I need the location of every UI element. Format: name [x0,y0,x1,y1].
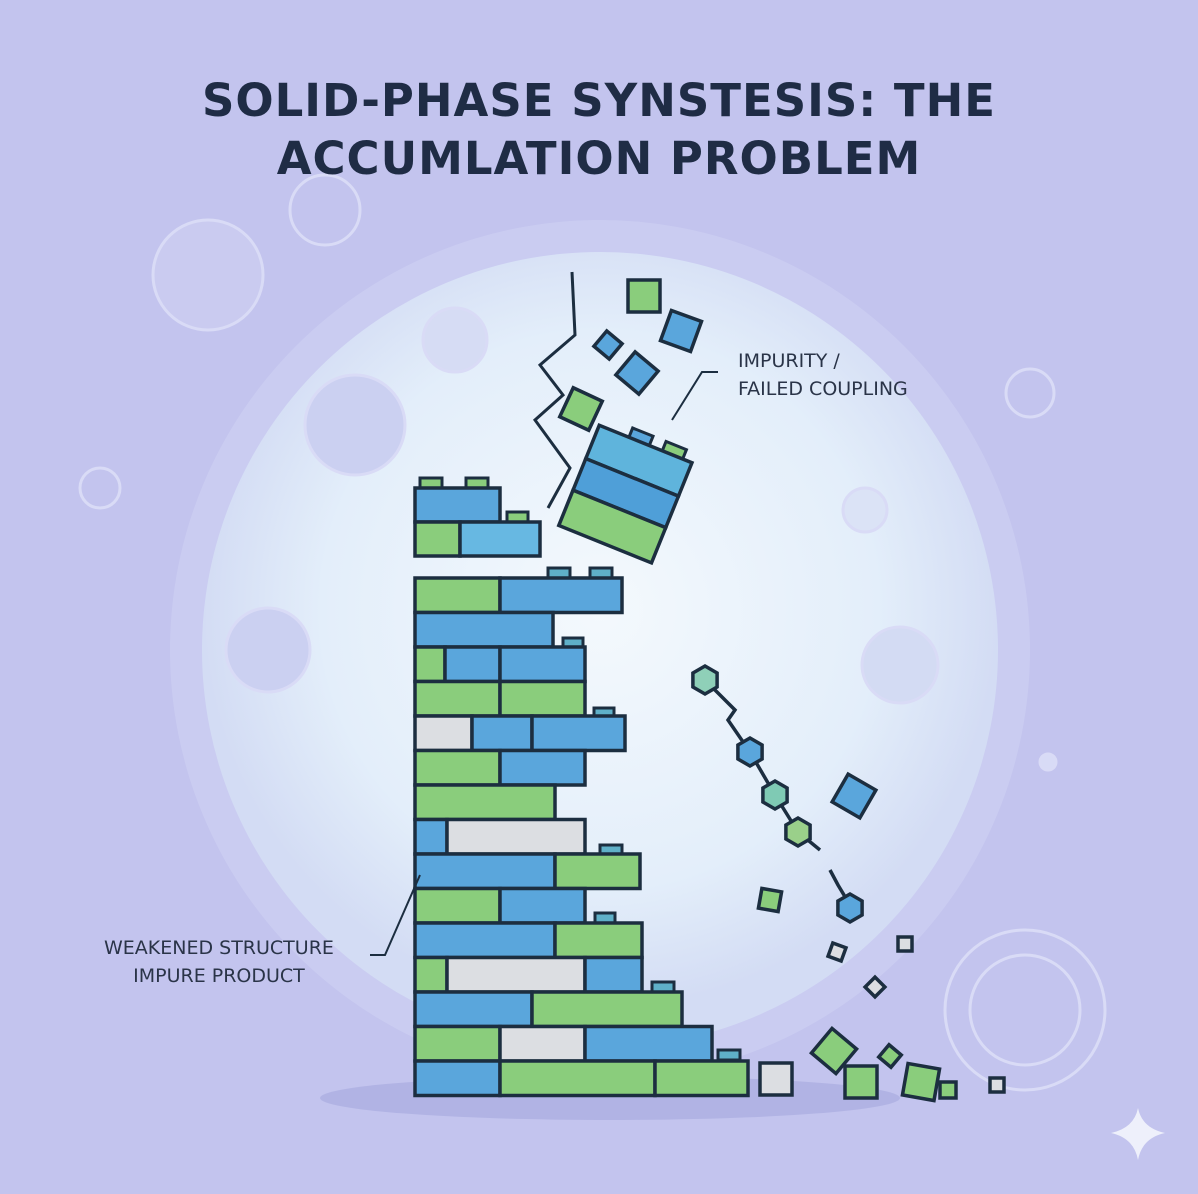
molecule-ring [691,663,719,697]
brick [583,1024,714,1063]
impurity-label-line-1: IMPURITY / [738,350,840,372]
brick [445,817,587,856]
brick [413,714,474,753]
sparkle-icon [1111,1108,1165,1160]
brick [445,955,587,994]
debris-square [658,308,704,354]
debris-square [938,1080,958,1100]
brick [413,486,502,524]
brick [470,714,534,753]
title-line-1: SOLID-PHASE SYNSTESIS: THE [201,74,997,127]
debris-square [591,328,625,362]
brick [413,748,502,787]
debris-square [557,385,605,433]
glow-circle [202,252,998,1048]
brick [413,852,557,891]
brick [413,886,502,925]
brick [583,955,644,994]
debris-square [825,940,849,964]
debris-square [843,1064,879,1100]
crack-line [532,271,577,509]
debris-square [876,1042,904,1070]
brick [413,679,502,718]
debris-square [829,771,879,821]
brick [413,610,555,649]
weakened-label-line-2: IMPURE PRODUCT [133,965,305,987]
page-title: SOLID-PHASE SYNSTESIS: THE ACCUMLATION P… [0,72,1198,188]
debris-square [758,1061,794,1097]
impurity-arrow [671,371,718,421]
debris-square [808,1025,860,1077]
brick [553,921,644,960]
brick [413,990,534,1029]
molecule-ring [784,815,812,849]
molecule-ring [761,778,789,812]
brick [443,645,502,684]
brick [458,520,542,558]
impurity-label-line-2: FAILED COUPLING [738,378,908,400]
debris-square [900,1061,942,1103]
brick [553,852,642,891]
brick [498,576,624,615]
molecule-ring [836,891,864,925]
brick [530,990,684,1029]
weakened-arrow [370,874,421,956]
debris-square [862,974,888,1000]
falling-block [556,422,695,566]
brick-stud [716,1048,742,1062]
brick [413,520,462,558]
brick [498,1059,657,1098]
brick [413,783,557,822]
background-bubbles [78,173,1107,1092]
debris-square [988,1076,1006,1094]
brick [498,645,587,684]
brick [498,679,587,718]
brick [530,714,627,753]
brick [413,955,449,994]
title-line-2: ACCUMLATION PROBLEM [276,132,922,185]
weakened-label: WEAKENED STRUCTURE IMPURE PRODUCT [104,934,334,990]
brick [413,645,447,684]
brick [413,817,449,856]
brick-tower [413,566,750,1098]
debris-square [896,935,914,953]
weakened-label-line-1: WEAKENED STRUCTURE [104,937,334,959]
brick [413,576,502,615]
debris-square [626,278,662,314]
broken-top-chunk [413,476,542,558]
debris-square [613,349,661,397]
impurity-label: IMPURITY / FAILED COUPLING [738,347,908,403]
brick [653,1059,750,1098]
brick [498,886,587,925]
brick [413,1024,502,1063]
debris-square [756,886,784,914]
brick [498,1024,587,1063]
brick [413,1059,502,1098]
molecule-chain [691,663,864,925]
brick [498,748,587,787]
molecule-ring [736,735,764,769]
falling-debris [557,278,1006,1103]
brick [413,921,557,960]
